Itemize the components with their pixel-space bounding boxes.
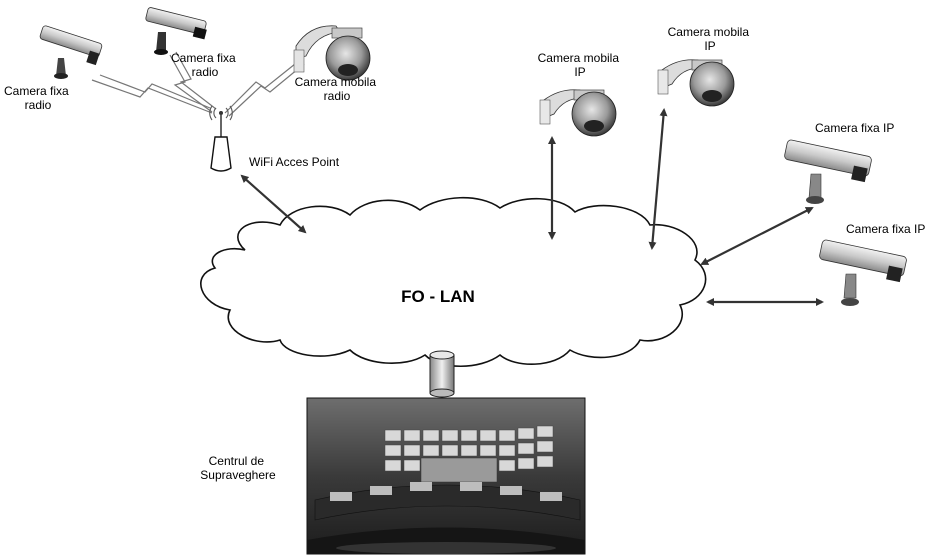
arrow-ap-lan (240, 174, 307, 234)
arrow-mobip2-lan (648, 108, 668, 250)
wifi-access-point-icon (209, 105, 233, 172)
network-label: FO - LAN (401, 287, 475, 306)
arrow-fixip1-lan (700, 207, 814, 265)
cam-fix-radio-top-label-text: Camera fixa radio (171, 51, 239, 79)
cam-mob-radio-label-text: Camera mobila radio (295, 75, 380, 103)
fixed-camera-icon (39, 25, 103, 79)
connection-arrows (240, 108, 824, 306)
cam-mob-ip-1-label-text: Camera mobila IP (538, 51, 623, 79)
fiber-connector-icon (429, 350, 455, 398)
wifi-ap-label: WiFi Acces Point (249, 155, 340, 169)
cam-fix-ip-2-label: Camera fixa IP (846, 222, 925, 236)
fixed-camera-icon (145, 7, 207, 55)
cam-mob-ip-2-label-text: Camera mobila IP (668, 25, 753, 53)
cam-fix-radio-left-label-text: Camera fixa radio (4, 84, 72, 112)
dome-camera-icon (657, 59, 735, 107)
dome-camera-icon (293, 25, 371, 81)
monitoring-room-photo (306, 397, 586, 555)
radio-links (91, 51, 305, 117)
dome-camera-icon (539, 89, 617, 137)
control-center-label-text: Centrul de Supraveghere (200, 454, 276, 482)
fixed-camera-icon (819, 239, 907, 306)
network-cloud-icon (200, 196, 707, 368)
fixed-camera-icon (784, 139, 872, 204)
cam-fix-ip-1-label: Camera fixa IP (815, 121, 894, 135)
